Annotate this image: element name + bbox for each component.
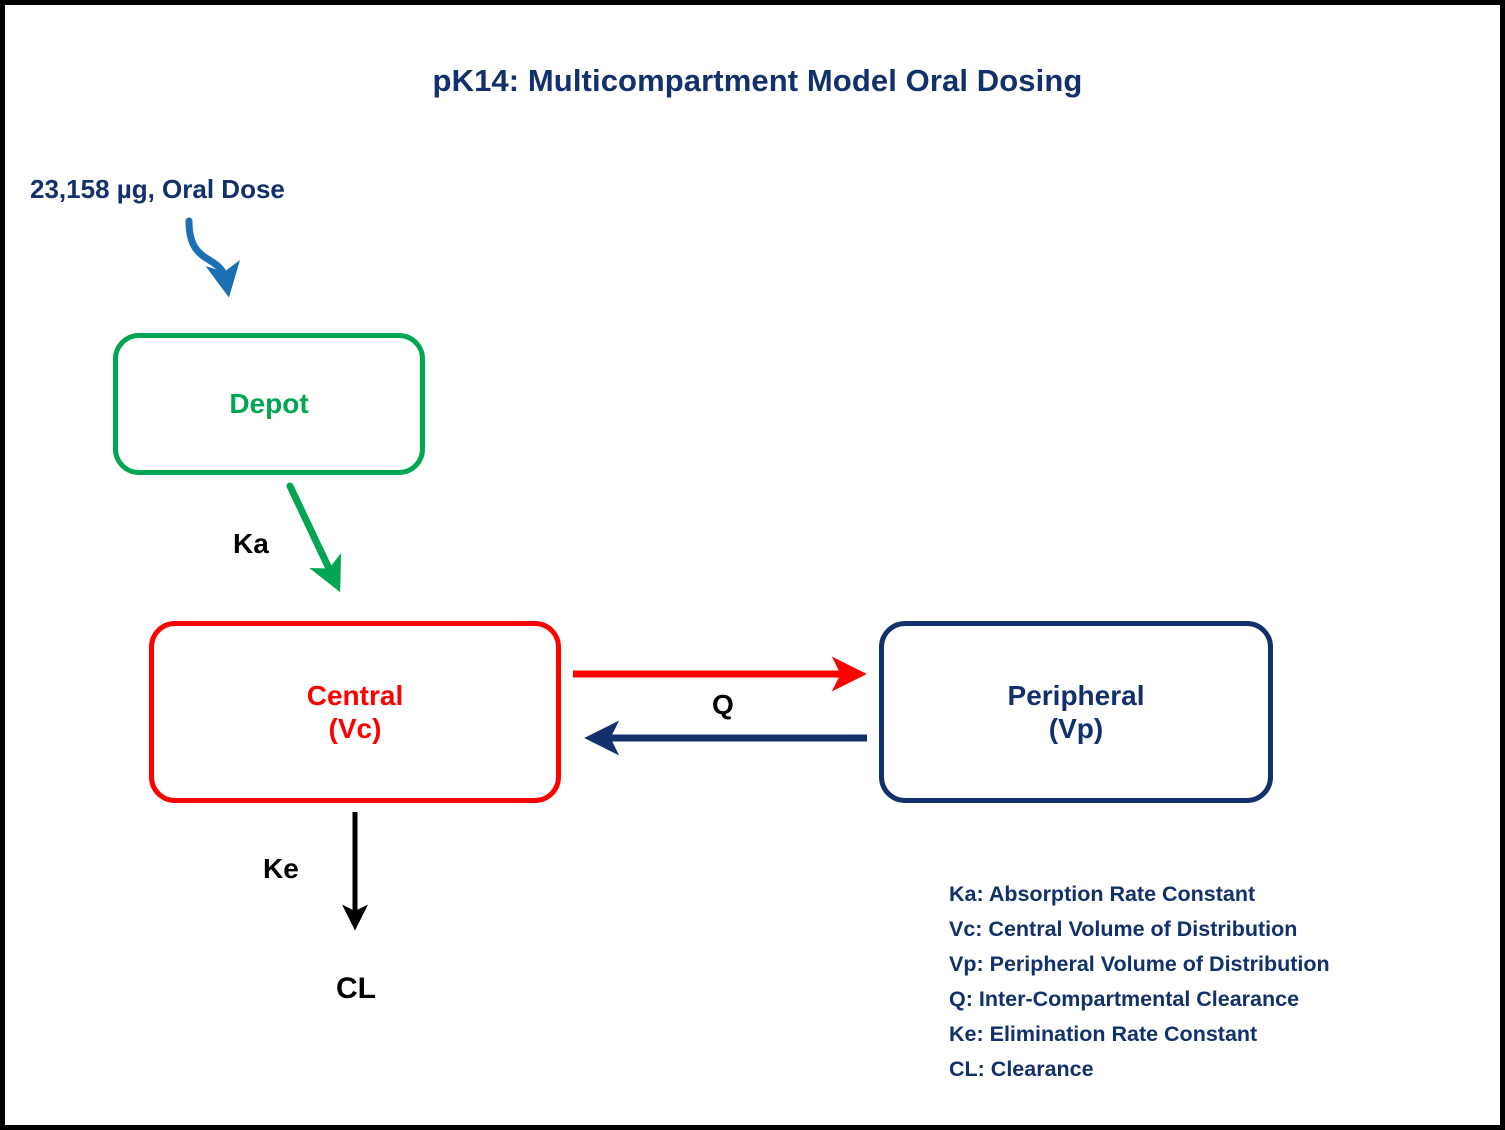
legend-item-vc: Vc: Central Volume of Distribution [949,917,1298,942]
legend-item-q: Q: Inter-Compartmental Clearance [949,987,1300,1012]
compartment-central[interactable]: Central (Vc) [149,621,561,803]
legend-item-ka: Ka: Absorption Rate Constant [949,882,1256,906]
compartment-peripheral[interactable]: Peripheral (Vp) [879,621,1273,803]
arrow-label-ka: Ka [233,528,269,559]
compartment-central-label: Central [306,679,404,711]
arrow-label-q: Q [712,689,734,720]
arrow-label-ke: Ke [263,853,299,884]
arrow-dose-to-depot [185,217,241,298]
legend: Ka: Absorption Rate Constant Vc: Central… [949,877,1330,1087]
legend-item-cl: CL: Clearance [949,1057,1094,1082]
clearance-sink-label: CL [336,972,376,1005]
legend-item-vp: Vp: Peripheral Volume of Distribution [949,952,1330,977]
compartment-depot-label: Depot [229,388,309,420]
legend-item-ke: Ke: Elimination Rate Constant [949,1022,1258,1047]
compartment-depot[interactable]: Depot [113,333,425,475]
compartment-peripheral-volume: (Vp) [1048,713,1104,744]
compartment-peripheral-label: Peripheral [1007,679,1145,711]
oral-dose-label: 23,158 µg, Oral Dose [30,174,285,204]
compartment-central-volume: (Vc) [328,713,382,744]
arrow-depot-to-central [286,482,342,593]
page-title: pK14: Multicompartment Model Oral Dosing [432,63,1083,98]
